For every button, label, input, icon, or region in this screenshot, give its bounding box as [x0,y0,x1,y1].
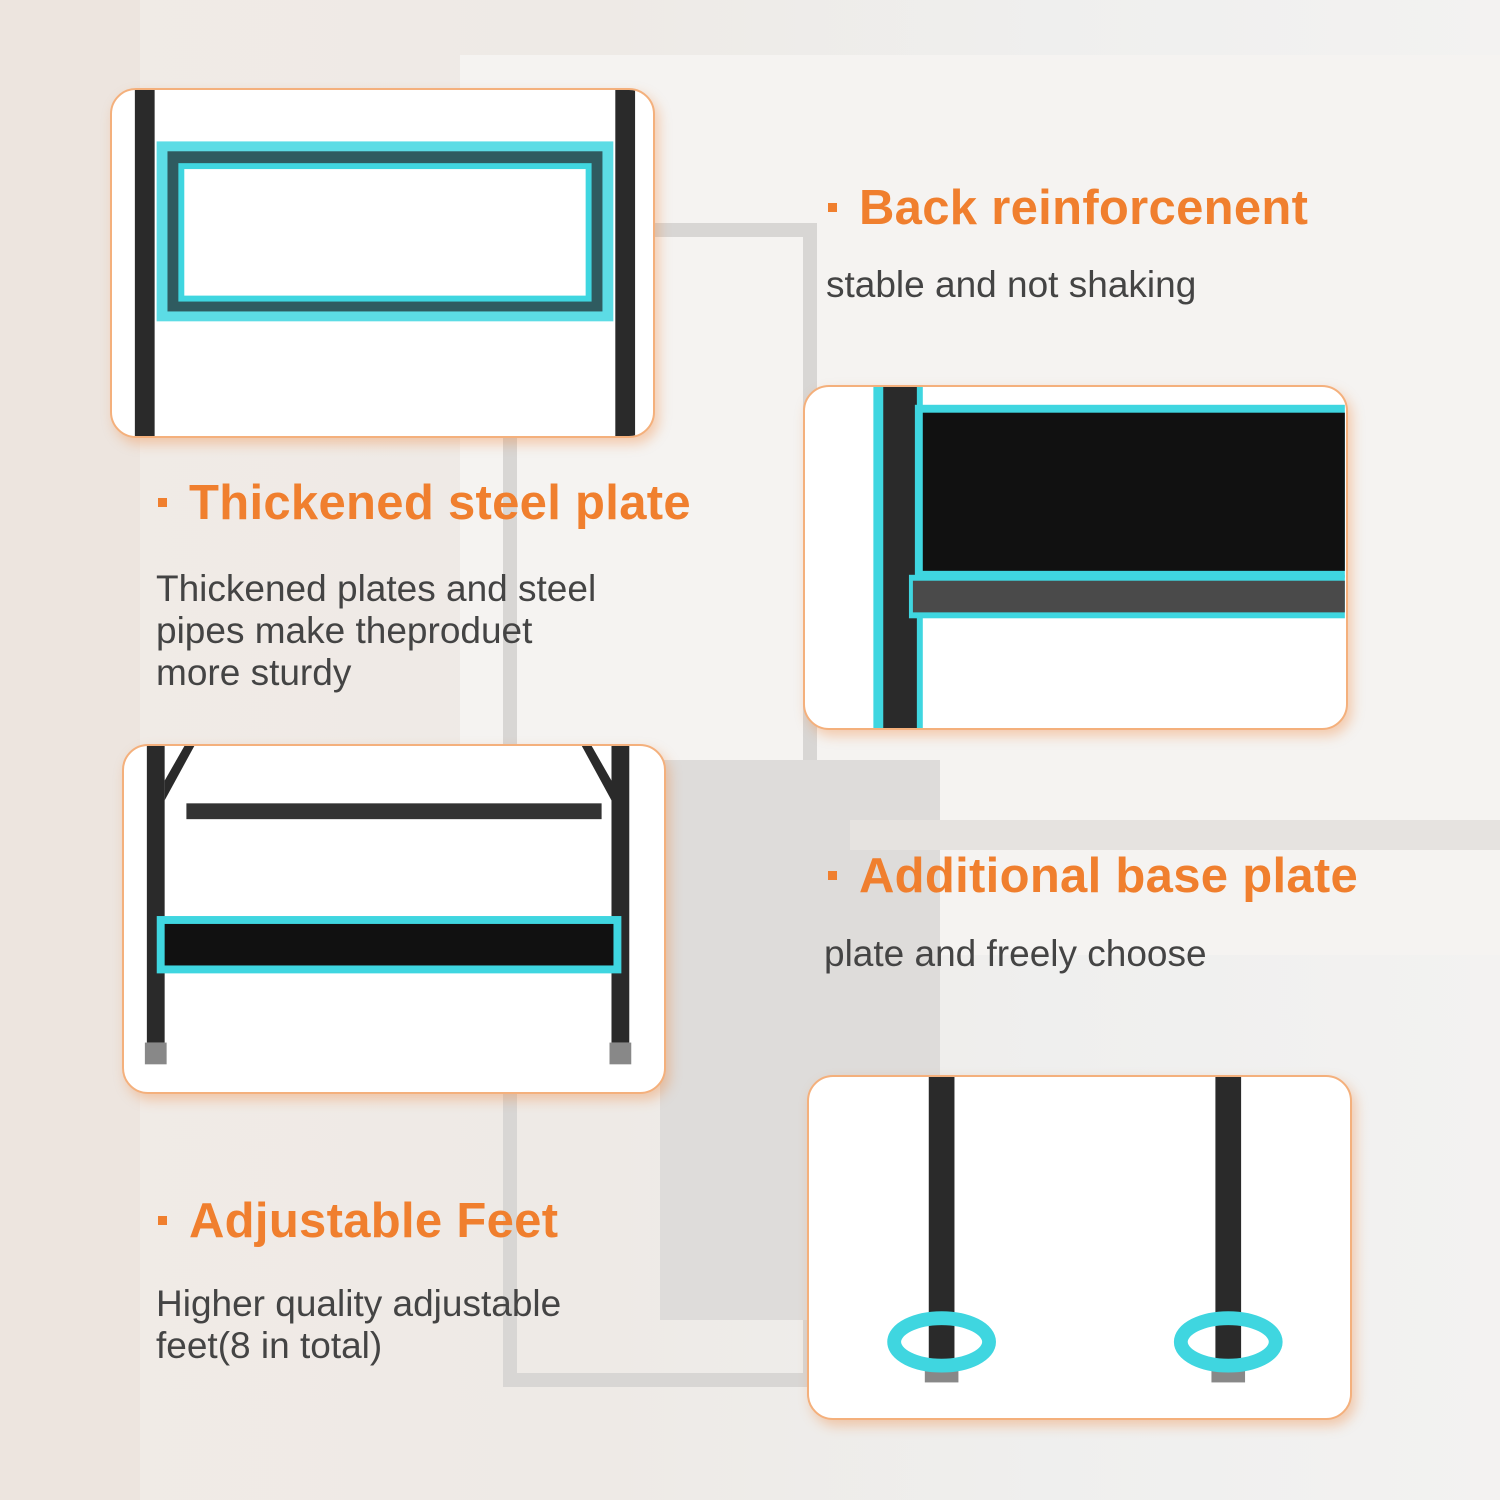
desc-line: Thickened plates and steel [156,568,597,609]
title-text: Additional base plate [859,849,1359,903]
desc-line: Higher quality adjustable [156,1283,562,1324]
bullet-icon [828,202,837,212]
bullet-icon [828,870,837,880]
bullet-icon [158,497,167,507]
thickened-steel-plate-image [803,385,1348,730]
title-text: Adjustable Feet [189,1194,559,1248]
feature-title-thickened-steel-plate: Thickened steel plate [158,475,691,531]
adjustable-feet-image [807,1075,1352,1420]
additional-base-plate-image [122,744,666,1094]
feature-title-additional-base-plate: Additional base plate [828,848,1358,904]
desc-line: feet(8 in total) [156,1325,383,1366]
desc-line: pipes make theproduet [156,610,533,651]
feature-desc-adjustable-feet: Higher quality adjustable feet(8 in tota… [156,1283,561,1367]
feature-desc-back-reinforcement: stable and not shaking [826,264,1196,306]
feature-desc-additional-base-plate: plate and freely choose [824,933,1207,975]
bullet-icon [158,1215,167,1225]
desc-line: more sturdy [156,652,352,693]
title-text: Back reinforcenent [859,181,1309,235]
feature-desc-thickened-steel-plate: Thickened plates and steel pipes make th… [156,568,596,694]
feature-title-adjustable-feet: Adjustable Feet [158,1193,558,1249]
desc-line: stable and not shaking [826,264,1197,305]
title-text: Thickened steel plate [189,476,691,530]
desc-line: plate and freely choose [824,933,1207,974]
back-reinforcement-image [110,88,655,438]
feature-title-back-reinforcement: Back reinforcenent [828,180,1308,236]
